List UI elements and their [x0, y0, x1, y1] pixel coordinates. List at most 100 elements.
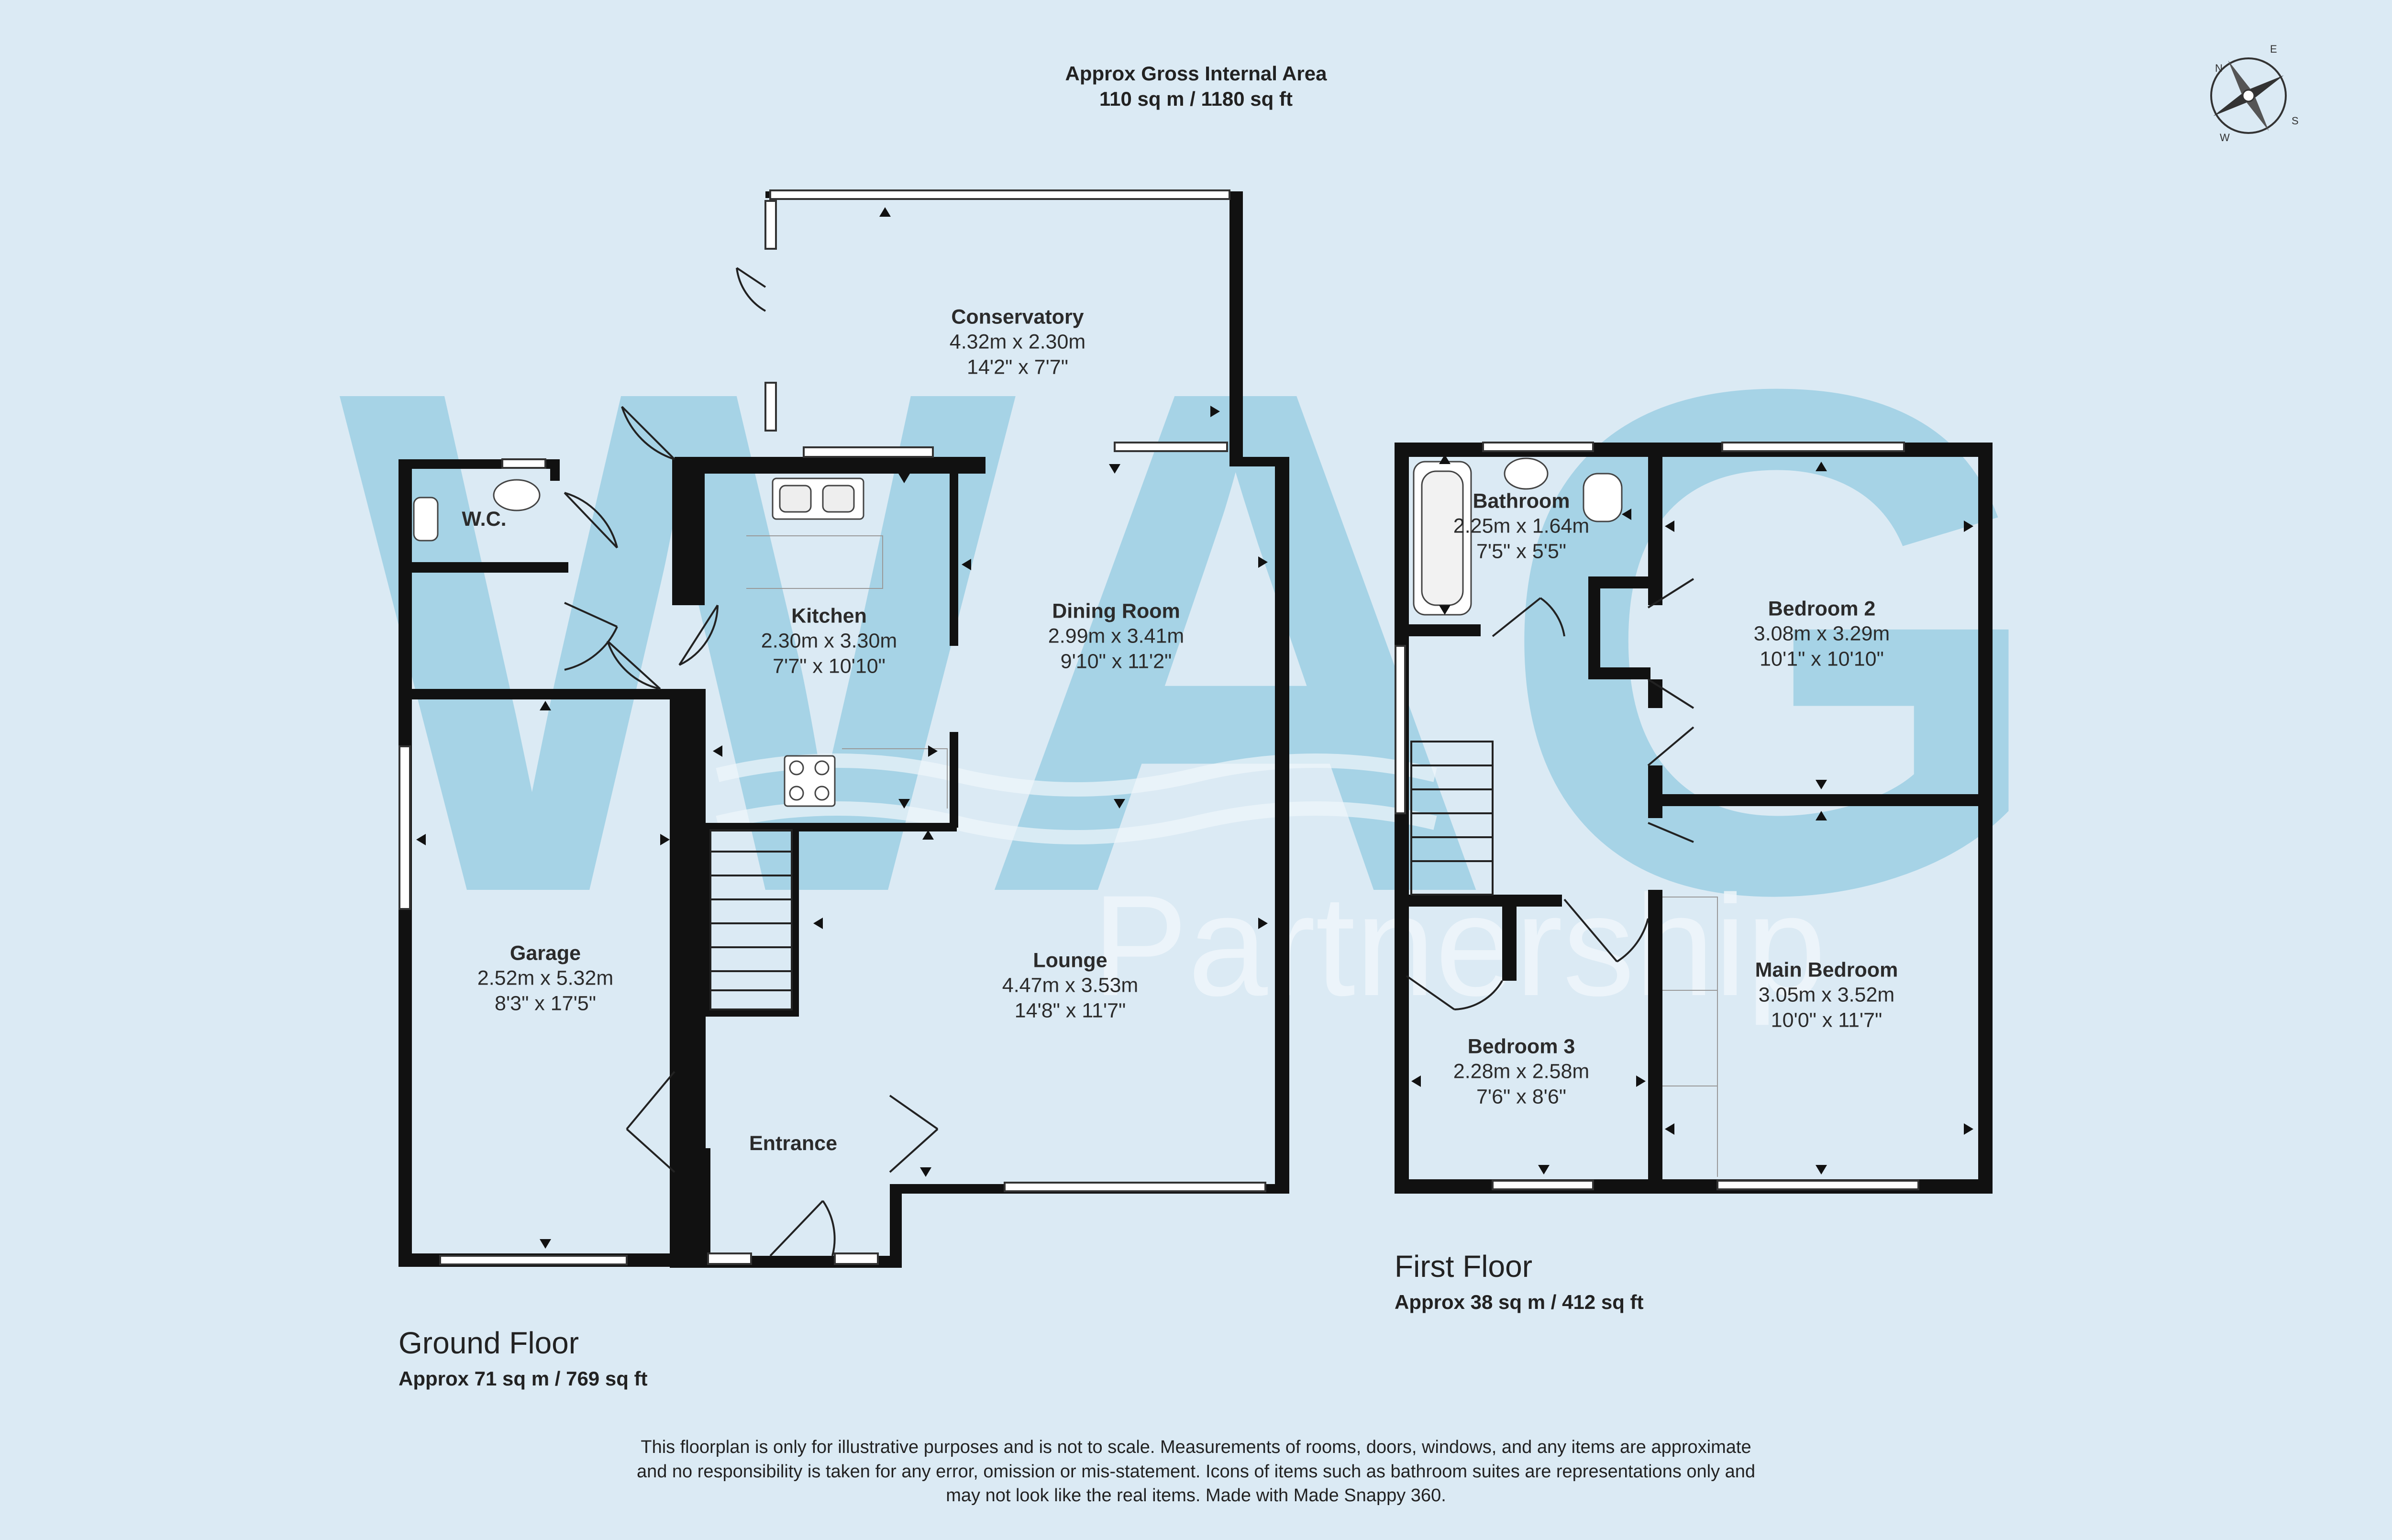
- disclaimer-line-2: and no responsibility is taken for any e…: [636, 1461, 1756, 1482]
- gross-area-title: Approx Gross Internal Area: [1065, 62, 1327, 85]
- arrow-marker: [1636, 1075, 1646, 1087]
- watermark-logo: WAG: [339, 240, 2053, 1042]
- room-metric: 2.30m x 3.30m: [761, 629, 897, 653]
- window: [1492, 1180, 1594, 1190]
- disclaimer-line-1: This floorplan is only for illustrative …: [641, 1437, 1751, 1457]
- door-swing: [1406, 975, 1503, 1010]
- window: [399, 745, 411, 910]
- watermark: WAG Partnership: [339, 240, 2053, 1042]
- first-floor-wall: [1978, 443, 1993, 1194]
- arrow-marker: [1439, 454, 1451, 464]
- arrow-marker: [1816, 462, 1827, 471]
- stairs: [1410, 741, 1494, 896]
- window: [1004, 1182, 1266, 1192]
- door-swing: [621, 406, 676, 460]
- room-imperial: 14'2" x 7'7": [967, 355, 1068, 379]
- room-metric: 2.99m x 3.41m: [1048, 624, 1185, 648]
- kitchen-wall: [675, 457, 986, 474]
- room-metric: 2.25m x 1.64m: [1453, 514, 1590, 538]
- door-swing: [1492, 597, 1565, 637]
- first-floor-name: First Floor: [1395, 1249, 1532, 1284]
- window: [1482, 442, 1594, 452]
- arrow-marker: [928, 745, 938, 757]
- first-floor-wall: [1588, 667, 1650, 679]
- window: [1716, 1180, 1919, 1190]
- first-floor-wall: [1502, 895, 1517, 981]
- ground-floor-caption: Ground Floor Approx 71 sq m / 769 sq ft: [399, 1325, 648, 1390]
- room-lounge: Lounge 4.47m x 3.53m 14'8" x 11'7": [1002, 948, 1138, 1023]
- first-floor-caption: First Floor Approx 38 sq m / 412 sq ft: [1395, 1249, 1644, 1314]
- wc-wall: [399, 562, 568, 573]
- toilet-icon: [1583, 473, 1623, 522]
- room-bathroom: Bathroom 2.25m x 1.64m 7'5" x 5'5": [1453, 488, 1589, 564]
- room-name: Bedroom 3: [1467, 1035, 1575, 1058]
- stairs-wall: [703, 1009, 799, 1017]
- compass-w: W: [2220, 132, 2230, 144]
- window: [1114, 442, 1228, 452]
- window: [803, 446, 934, 458]
- arrow-marker: [813, 918, 823, 929]
- door-swing: [678, 604, 719, 666]
- arrow-marker: [1665, 1123, 1674, 1135]
- arrow-marker: [1665, 521, 1674, 532]
- window: [1721, 442, 1905, 452]
- arrow-marker: [1258, 556, 1268, 568]
- door-swing: [1563, 898, 1649, 963]
- hob-icon: [784, 755, 836, 807]
- room-bedroom-2: Bedroom 2 3.08m x 3.29m 10'1" x 10'10": [1754, 596, 1890, 671]
- compass-e: E: [2270, 43, 2277, 55]
- room-metric: 2.28m x 2.58m: [1453, 1060, 1590, 1083]
- room-kitchen: Kitchen 2.30m x 3.30m 7'7" x 10'10": [761, 603, 897, 678]
- arrow-marker: [1538, 1165, 1550, 1174]
- arrow-marker: [1964, 1123, 1973, 1135]
- compass-n: N: [2215, 62, 2223, 74]
- room-imperial: 14'8" x 11'7": [1014, 999, 1126, 1022]
- ground-floor-area: Approx 71 sq m / 769 sq ft: [399, 1367, 648, 1390]
- compass-graphic: [2210, 57, 2287, 134]
- room-wc: W.C.: [462, 507, 506, 532]
- compass-rose-icon: N E S W: [2198, 43, 2299, 146]
- garage-wall: [399, 689, 690, 699]
- arrow-marker: [540, 1239, 551, 1249]
- watermark-sub: Partnership: [1092, 865, 1826, 1027]
- arrow-marker: [1210, 406, 1220, 417]
- arrow-marker: [660, 834, 670, 845]
- room-imperial: 10'1" x 10'10": [1760, 647, 1884, 671]
- first-floor-wall: [1648, 890, 1662, 1191]
- room-imperial: 7'5" x 5'5": [1476, 540, 1566, 563]
- first-floor-area: Approx 38 sq m / 412 sq ft: [1395, 1291, 1644, 1313]
- room-name: Entrance: [749, 1131, 838, 1155]
- arrow-marker: [1258, 918, 1268, 929]
- room-name: Garage: [509, 942, 581, 965]
- arrow-marker: [1439, 605, 1451, 615]
- room-imperial: 7'7" x 10'10": [773, 654, 886, 678]
- arrow-marker: [898, 799, 910, 809]
- stairs: [709, 829, 793, 1010]
- first-floor-wall: [1648, 765, 1662, 818]
- room-imperial: 8'3" x 17'5": [495, 992, 596, 1015]
- arrow-marker: [1411, 1075, 1421, 1087]
- first-floor-wall: [1588, 576, 1600, 679]
- arrow-marker: [713, 745, 722, 757]
- room-conservatory: Conservatory 4.32m x 2.30m 14'2" x 7'7": [950, 304, 1085, 379]
- gross-area-header: Approx Gross Internal Area 110 sq m / 11…: [1065, 61, 1327, 111]
- room-metric: 4.47m x 3.53m: [1002, 974, 1139, 997]
- room-imperial: 7'6" x 8'6": [1476, 1085, 1566, 1108]
- room-metric: 4.32m x 2.30m: [949, 330, 1086, 354]
- arrow-marker: [962, 559, 971, 570]
- door-swing: [564, 492, 618, 549]
- arrow-marker: [920, 1167, 931, 1177]
- first-floor-wall: [1395, 624, 1481, 636]
- toilet-icon: [413, 497, 439, 542]
- room-main-bedroom: Main Bedroom 3.05m x 3.52m 10'0" x 11'7": [1755, 957, 1898, 1032]
- compass-s: S: [2292, 115, 2299, 127]
- stairs-wall: [792, 823, 799, 1014]
- window: [501, 458, 546, 469]
- basin-icon: [493, 479, 541, 511]
- room-name: Bathroom: [1473, 489, 1570, 513]
- first-floor-wall: [1395, 443, 1409, 1194]
- door-swing: [626, 1071, 676, 1173]
- arrow-marker: [1964, 521, 1973, 532]
- room-name: Conservatory: [951, 305, 1084, 329]
